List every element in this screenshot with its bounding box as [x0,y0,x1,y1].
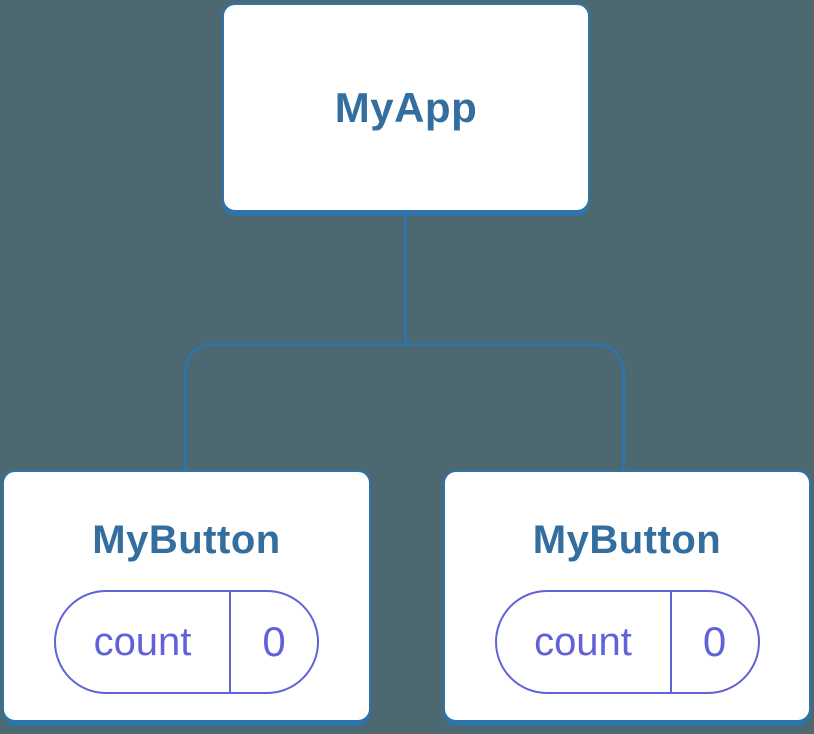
state-value-right: 0 [702,618,727,665]
state-key-right: count [497,592,672,692]
state-value-left: 0 [262,618,286,665]
mybutton-right-label: MyButton [532,518,722,562]
mybutton-left-label: MyButton [92,518,281,562]
mybutton-node-left: MyButton count 0 [2,470,371,722]
myapp-node: MyApp [222,3,590,212]
state-pill-right: count 0 [494,590,760,694]
children-connector-bracket [184,343,625,470]
myapp-node-label: MyApp [334,83,478,131]
state-key-left: count [56,592,231,692]
parent-connector-stem [404,212,407,345]
state-pill-left: count 0 [54,590,319,694]
mybutton-node-right: MyButton count 0 [443,470,811,722]
